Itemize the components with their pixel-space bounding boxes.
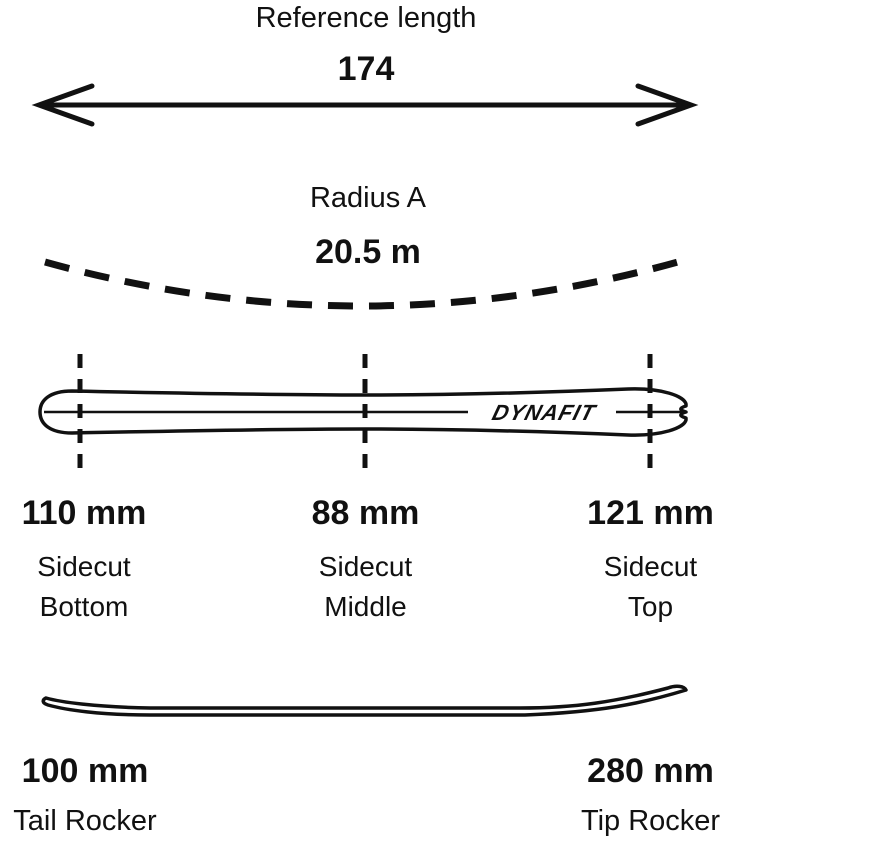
sidecut-middle-value: 88 mm [311, 494, 420, 532]
sidecut-middle-label-line2: Middle [324, 590, 407, 622]
tail-rocker-value: 100 mm [21, 752, 149, 790]
radius-value: 20.5 m [315, 233, 421, 271]
sidecut-bottom-value: 110 mm [21, 494, 147, 532]
radius-arc [44, 256, 686, 310]
sidecut-top-value: 121 mm [587, 494, 714, 532]
sidecut-bottom-label-line2: Bottom [39, 590, 129, 622]
sidecut-top-label: Sidecut Top [568, 547, 733, 627]
tail-rocker-block: 100 mm Tail Rocker [0, 752, 170, 838]
tip-rocker-block: 280 mm Tip Rocker [563, 752, 738, 838]
ski-side-outline [41, 684, 688, 717]
tip-rocker-value: 280 mm [587, 752, 714, 790]
reference-length-label: Reference length [255, 2, 477, 34]
ski-side-profile [41, 684, 688, 717]
radius-arc-dashed-line [44, 256, 686, 310]
sidecut-top-label-line1: Sidecut [603, 551, 698, 582]
tip-rocker-label: Tip Rocker [580, 805, 721, 837]
sidecut-middle-label: Sidecut Middle [283, 547, 448, 627]
sidecut-bottom-block: 110 mm Sidecut Bottom [4, 494, 164, 627]
arrowhead-right-icon [635, 83, 699, 127]
reference-length-arrow [31, 83, 699, 127]
arrowhead-left-icon [31, 83, 95, 127]
sidecut-bottom-label-line1: Sidecut [37, 551, 131, 582]
sidecut-bottom-label: Sidecut Bottom [4, 547, 164, 627]
dynafit-logo: DYNAFIT [490, 400, 600, 425]
sidecut-middle-block: 88 mm Sidecut Middle [283, 494, 448, 627]
sidecut-middle-label-line1: Sidecut [318, 551, 413, 582]
tail-rocker-label: Tail Rocker [13, 805, 157, 837]
radius-label: Radius A [309, 182, 427, 214]
sidecut-top-label-line2: Top [627, 590, 674, 622]
ski-top-view: DYNAFIT [38, 354, 688, 474]
reference-length-value: 174 [337, 50, 395, 88]
sidecut-top-block: 121 mm Sidecut Top [568, 494, 733, 627]
